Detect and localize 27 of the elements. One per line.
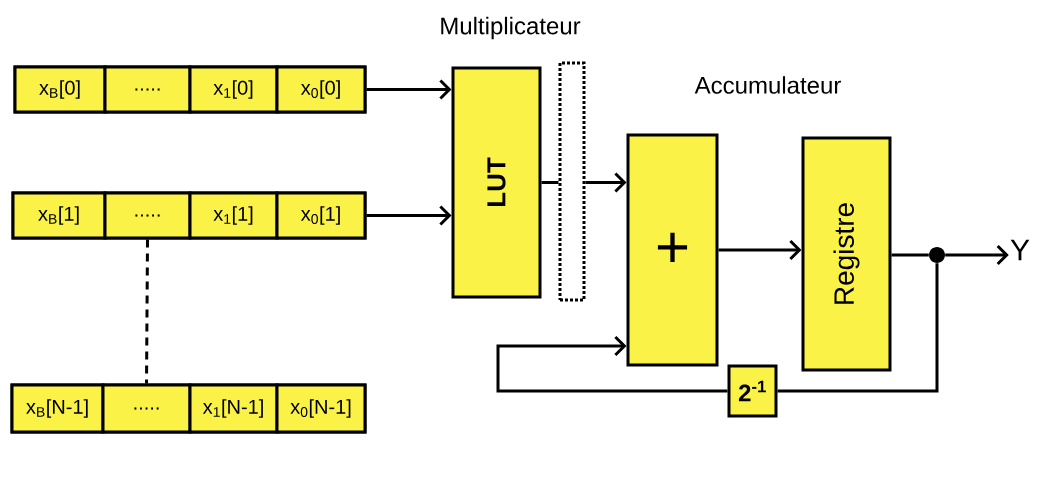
scaling-box: 2$^{-1}$ — [727, 364, 778, 418]
lut-box: LUT — [451, 66, 542, 299]
arrow — [718, 239, 802, 261]
arrow — [945, 244, 1009, 266]
register-cell: x$_{B}$[1] — [11, 191, 107, 240]
block-title: Accumulateur — [694, 76, 841, 94]
arrow — [366, 79, 452, 100]
register-cell: ..... — [101, 383, 192, 434]
arrow — [585, 172, 627, 193]
register-cell: x$_{0}$[N-1] — [275, 383, 367, 434]
output-label: Y — [1010, 239, 1030, 261]
register-box: Registre — [801, 136, 892, 372]
register-cell: ..... — [103, 191, 192, 240]
register-cell: x$_{B}$[0] — [13, 65, 107, 114]
arrow — [366, 205, 452, 226]
register-cell: x$_{1}$[1] — [188, 191, 279, 240]
register-cell: ..... — [103, 65, 192, 114]
adder-box: + — [626, 133, 719, 367]
arrow — [496, 335, 728, 393]
register-cell: x$_{0}$[1] — [275, 191, 367, 240]
register-cell: x$_{1}$[N-1] — [188, 383, 279, 434]
register-cell: x$_{1}$[0] — [188, 65, 279, 114]
pipeline-register — [558, 61, 586, 302]
register-cell: x$_{0}$[0] — [275, 65, 367, 114]
junction-dot — [929, 247, 945, 263]
register-cell: x$_{B}$[N-1] — [10, 383, 105, 434]
block-title: Multiplicateur — [441, 16, 581, 40]
